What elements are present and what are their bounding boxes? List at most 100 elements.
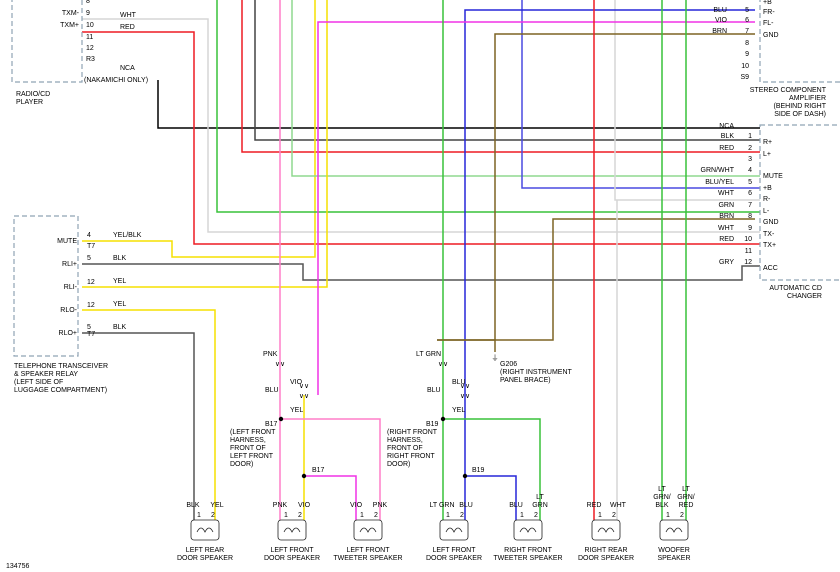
splice-desc: FRONT OF [387,445,423,452]
amp-wire-label: BRN [712,28,727,35]
amp-pin: 6 [745,17,749,24]
splice-dot [462,473,468,479]
telephone-pin: 12 [87,279,95,286]
speaker-cone-icon [196,527,214,533]
speaker-name: TWEETER SPEAKER [333,555,402,562]
changer-wire-label: GRN/WHT [701,167,735,174]
splice-dot [440,416,446,422]
splice-desc: (LEFT FRONT [230,429,276,436]
amp-pin: 5 [745,7,749,14]
amp-name: SIDE OF DASH) [774,111,826,118]
harness-label: BLU [265,387,279,394]
splice-id: B17 [312,467,325,474]
wire-nca [157,80,760,129]
changer-pin: 12 [744,259,752,266]
telephone-pin: 5 [87,255,91,262]
wire-blk-rlo [82,332,195,520]
changer-wire-label: GRN [718,202,734,209]
speaker-wire-label: VIO [350,502,363,509]
speaker-name: LEFT FRONT [270,547,314,554]
speaker-wire-label: RED [679,502,694,509]
speaker-cone-icon [445,527,463,533]
speaker-pin: 2 [534,512,538,519]
speaker-wire-label: PNK [273,502,288,509]
changer-wire-label: WHT [718,190,735,197]
amp-name: (BEHIND RIGHT [774,103,827,110]
amp-pin-label: GND [763,32,779,39]
wire-red-l [241,0,760,153]
wire-blu-yel [521,0,760,189]
speaker-pin: 1 [360,512,364,519]
speaker-wire-label: BLU [459,502,473,509]
telephone-wire-label: YEL [113,278,126,285]
splice-dot [301,473,307,479]
speaker-pin: 1 [284,512,288,519]
changer-wire-label: RED [719,236,734,243]
wire-wht-r [614,0,760,201]
telephone-wire-label: YEL/BLK [113,232,142,239]
amp-wire-label: VIO [715,17,728,24]
changer-pin-label: TX- [763,231,775,238]
connector-mark: ∨∨ [299,383,309,390]
speaker-cone-icon [359,527,377,533]
cd-changer-box [759,124,840,281]
speaker-name: LEFT FRONT [346,547,390,554]
telephone-pin-label: RLI- [64,284,78,291]
speaker-3 [439,519,469,541]
telephone-wire-label: YEL [113,301,126,308]
changer-wire-label: RED [719,145,734,152]
speaker-name: DOOR SPEAKER [578,555,634,562]
changer-pin: 9 [748,225,752,232]
wire-wht-tx [82,18,760,233]
speaker-wire-label: GRN/ [653,494,671,501]
wire-grn-l [216,0,760,213]
wire-pnk-tweeter [280,418,381,520]
speaker-wire-label: YEL [210,502,223,509]
changer-pin-label: MUTE [763,173,783,180]
speaker-wire-label: LT [658,486,666,493]
speaker-wire-label: VIO [298,502,311,509]
radio-wire-label: NCA [120,65,135,72]
telephone-pin: T7 [87,331,95,338]
speaker-wire-label: GRN [532,502,548,509]
harness-label: VIO [290,379,303,386]
speaker-pin: 2 [612,512,616,519]
telephone-pin: T7 [87,243,95,250]
changer-pin: 8 [748,213,752,220]
changer-pin-label: R+ [763,139,772,146]
speaker-pin: 1 [520,512,524,519]
amp-pin-label: FR- [763,9,775,16]
speaker-name: SPEAKER [657,555,690,562]
speaker-pin: 2 [211,512,215,519]
radio-note: (NAKAMICHI ONLY) [84,77,148,84]
speaker-cone-icon [519,527,537,533]
wire-brn-amp [494,33,755,340]
changer-name: CHANGER [787,293,822,300]
telephone-name: (LEFT SIDE OF [14,379,63,386]
radio-name: RADIO/CD [16,91,50,98]
speaker-name: RIGHT REAR [584,547,627,554]
telephone-pin: 4 [87,232,91,239]
radio-wire-label: RED [120,24,135,31]
figure-id: 134756 [6,563,29,570]
changer-wire-label: BLK [721,133,735,140]
radio-pin: 12 [86,45,94,52]
speaker-name: DOOR SPEAKER [426,555,482,562]
ground-id: G206 [500,361,517,368]
wire-yel-rlo [82,309,216,520]
speaker-name: DOOR SPEAKER [264,555,320,562]
changer-pin: 1 [748,133,752,140]
telephone-name: TELEPHONE TRANSCEIVER [14,363,108,370]
speaker-wire-label: LT GRN [429,502,454,509]
speaker-pin: 1 [446,512,450,519]
telephone-pin-label: RLO- [60,307,77,314]
wire-blk-r [254,0,760,141]
amp-pin: 9 [745,51,749,58]
radio-cd-player-box [11,0,83,83]
speaker-wire-label: LT [682,486,690,493]
changer-wire-label: WHT [718,225,735,232]
speaker-cone-icon [283,527,301,533]
telephone-pin-label: RLI+ [62,261,77,268]
